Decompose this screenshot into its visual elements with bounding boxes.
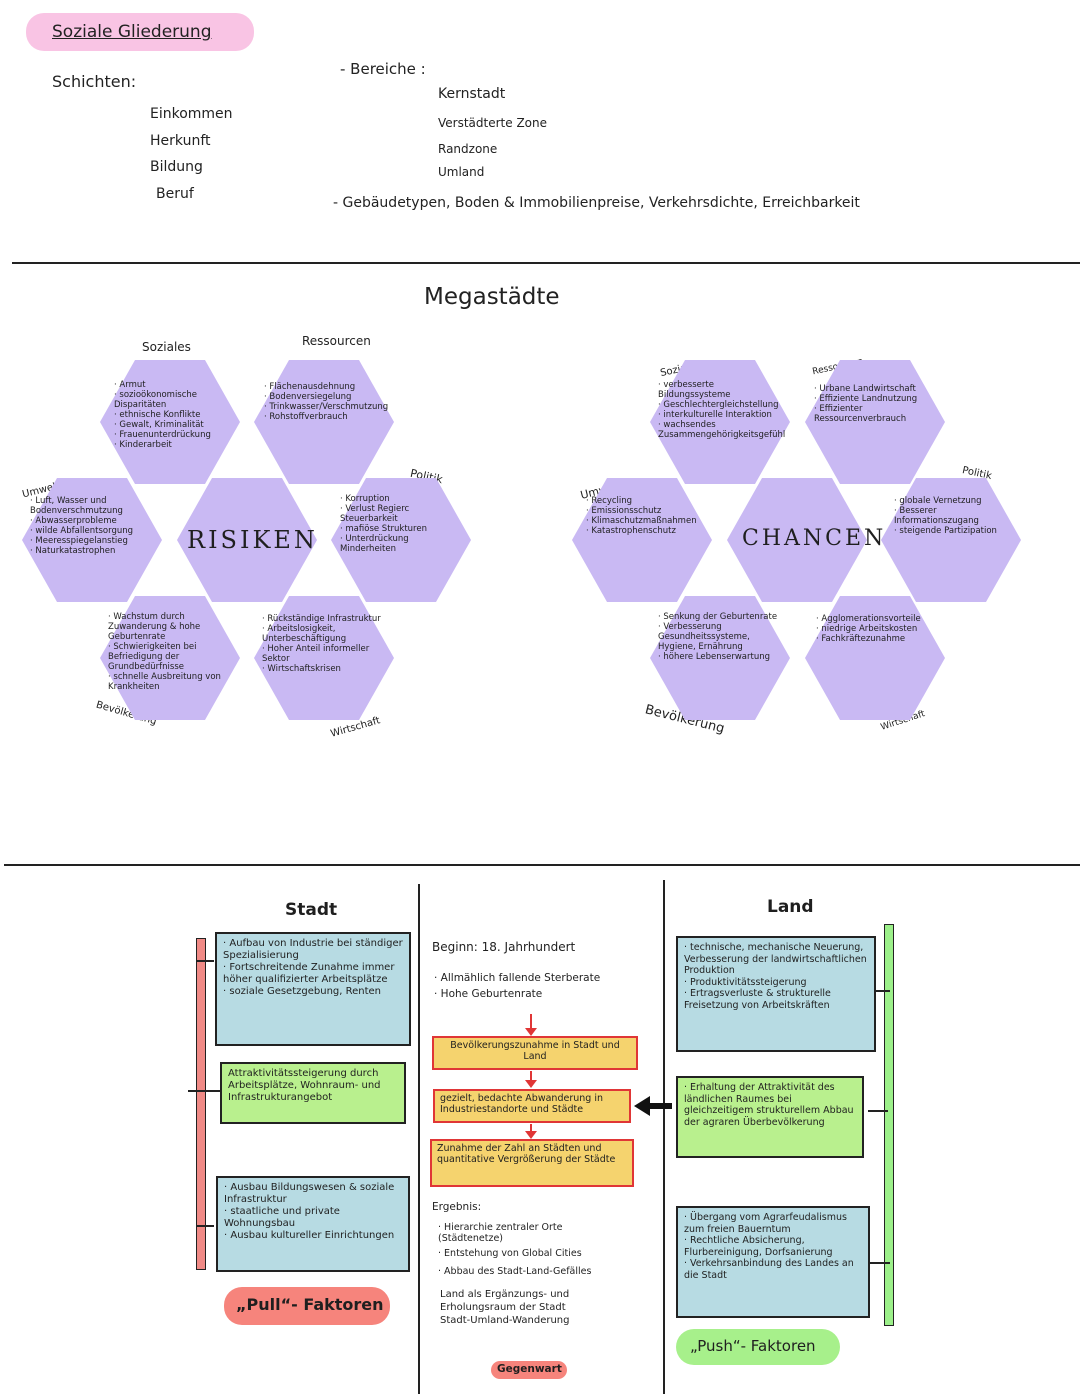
stadt-box-2: Attraktivitätssteigerung durch Arbeitspl… bbox=[220, 1062, 406, 1124]
push-arrow-2 bbox=[868, 1110, 888, 1112]
beginn-text: Beginn: 18. Jahrhundert bbox=[432, 940, 576, 954]
stadt-title: Stadt bbox=[285, 900, 338, 920]
stadt-box-3: · Ausbau Bildungswesen & soziale Infrast… bbox=[216, 1176, 410, 1272]
divider-2 bbox=[4, 864, 1080, 866]
middle-bullet-1: · Hohe Geburtenrate bbox=[434, 988, 543, 1000]
pull-arrow-2 bbox=[188, 1090, 220, 1092]
risiken-text-ressourcen: · Flächenausdehnung · Bodenversiegelung … bbox=[264, 382, 389, 422]
risiken-hex-politik bbox=[331, 478, 471, 602]
chancen-text-soziales: · verbesserte Bildungssysteme · Geschlec… bbox=[658, 380, 786, 440]
pull-arrow-1 bbox=[196, 960, 214, 962]
schichten-item-1: Herkunft bbox=[150, 133, 211, 149]
chancen-text-umwelt: · Recycling · Emissionsschutz · Klimasch… bbox=[586, 496, 697, 536]
title-highlight bbox=[26, 13, 254, 51]
push-factors-label: „Push“- Faktoren bbox=[690, 1337, 816, 1355]
schichten-item-2: Bildung bbox=[150, 159, 203, 175]
schichten-item-0: Einkommen bbox=[150, 106, 233, 122]
risiken-hex-ressourcen bbox=[254, 360, 394, 484]
risiken-center-label: RISIKEN bbox=[187, 526, 318, 554]
gegenwart-pill bbox=[491, 1361, 567, 1379]
land-to-middle-arrow bbox=[648, 1103, 672, 1109]
risiken-text-politik: · Korruption · Verlust Regierc Steuerbar… bbox=[340, 494, 427, 554]
chancen-text-wirtschaft: · Agglomerationsvorteile · niedrige Arbe… bbox=[816, 614, 921, 644]
middle-box-3: Zunahme der Zahl an Städten und quantita… bbox=[430, 1139, 634, 1187]
pull-factors-label: „Pull“- Faktoren bbox=[236, 1295, 384, 1314]
pull-bar bbox=[196, 938, 206, 1270]
section1-title: Soziale Gliederung bbox=[52, 22, 212, 42]
ergebnis-item-1: · Entstehung von Global Cities bbox=[438, 1248, 582, 1259]
middle-box-1: Bevölkerungszunahme in Stadt und Land bbox=[432, 1036, 638, 1070]
arrow-down-2 bbox=[525, 1071, 537, 1088]
middle-box-2: gezielt, bedachte Abwanderung in Industr… bbox=[433, 1089, 631, 1123]
pull-factors-pill bbox=[224, 1287, 390, 1325]
land-title: Land bbox=[767, 897, 814, 917]
section2-title: Megastädte bbox=[424, 284, 560, 310]
ergebnis-item-0: · Hierarchie zentraler Orte (Städtenetze… bbox=[438, 1222, 563, 1244]
risiken-hex-wirtschaft bbox=[254, 596, 394, 720]
stadt-box-1: · Aufbau von Industrie bei ständiger Spe… bbox=[215, 932, 411, 1046]
chancen-center-label: CHANCEN bbox=[742, 526, 887, 551]
risiken-text-umwelt: · Luft, Wasser und Bodenverschmutzung · … bbox=[30, 496, 134, 556]
section1-footer-line: - Gebäudetypen, Boden & Immobilienpreise… bbox=[333, 195, 860, 211]
gegenwart-label: Gegenwart bbox=[497, 1363, 562, 1375]
column-divider-left bbox=[418, 884, 420, 1394]
push-arrow-3 bbox=[870, 1262, 890, 1264]
land-box-3: · Übergang vom Agrarfeudalismus zum frei… bbox=[676, 1206, 870, 1318]
push-bar bbox=[884, 924, 894, 1326]
schichten-label: Schichten: bbox=[52, 72, 137, 91]
push-factors-pill bbox=[676, 1329, 840, 1365]
risiken-text-bevoelkerung: · Wachstum durch Zuwanderung & hohe Gebu… bbox=[108, 612, 221, 692]
ergebnis-item-2: · Abbau des Stadt-Land-Gefälles bbox=[438, 1266, 592, 1277]
ergebnis-label: Ergebnis: bbox=[432, 1201, 482, 1213]
bereiche-label: - Bereiche : bbox=[340, 60, 426, 78]
divider-1 bbox=[12, 262, 1080, 264]
schichten-item-3: Beruf bbox=[156, 186, 194, 202]
bereiche-item-3: Umland bbox=[438, 165, 485, 179]
land-to-middle-arrowhead bbox=[634, 1096, 650, 1116]
land-box-2: · Erhaltung der Attraktivität des ländli… bbox=[676, 1076, 864, 1158]
risiken-hex-bevoelkerung bbox=[100, 596, 240, 720]
chancen-text-bevoelkerung: · Senkung der Geburtenrate · Verbesserun… bbox=[658, 612, 778, 662]
risiken-text-wirtschaft: · Rückständige Infrastruktur · Arbeitslo… bbox=[262, 614, 381, 674]
chancen-text-politik: · globale Vernetzung · Besserer Informat… bbox=[894, 496, 997, 536]
risiken-text-soziales: · Armut · sozioökonomische Disparitäten … bbox=[114, 380, 211, 450]
risiken-label-ressourcen: Ressourcen bbox=[302, 334, 371, 348]
column-divider-right bbox=[663, 880, 665, 1394]
bereiche-item-1: Verstädterte Zone bbox=[438, 116, 547, 130]
land-box-1: · technische, mechanische Neuerung, Verb… bbox=[676, 936, 876, 1052]
arrow-down-3 bbox=[525, 1124, 537, 1139]
chancen-text-ressourcen: · Urbane Landwirtschaft · Effiziente Lan… bbox=[814, 384, 918, 424]
risiken-label-soziales: Soziales bbox=[142, 340, 191, 354]
bereiche-item-2: Randzone bbox=[438, 142, 498, 156]
push-arrow-1 bbox=[870, 990, 890, 992]
arrow-down-1 bbox=[525, 1014, 537, 1036]
bereiche-item-0: Kernstadt bbox=[438, 86, 506, 102]
middle-bullet-0: · Allmählich fallende Sterberate bbox=[434, 972, 601, 984]
closing-text: Land als Ergänzungs- und Erholungsraum d… bbox=[440, 1289, 570, 1326]
pull-arrow-3 bbox=[196, 1225, 214, 1227]
